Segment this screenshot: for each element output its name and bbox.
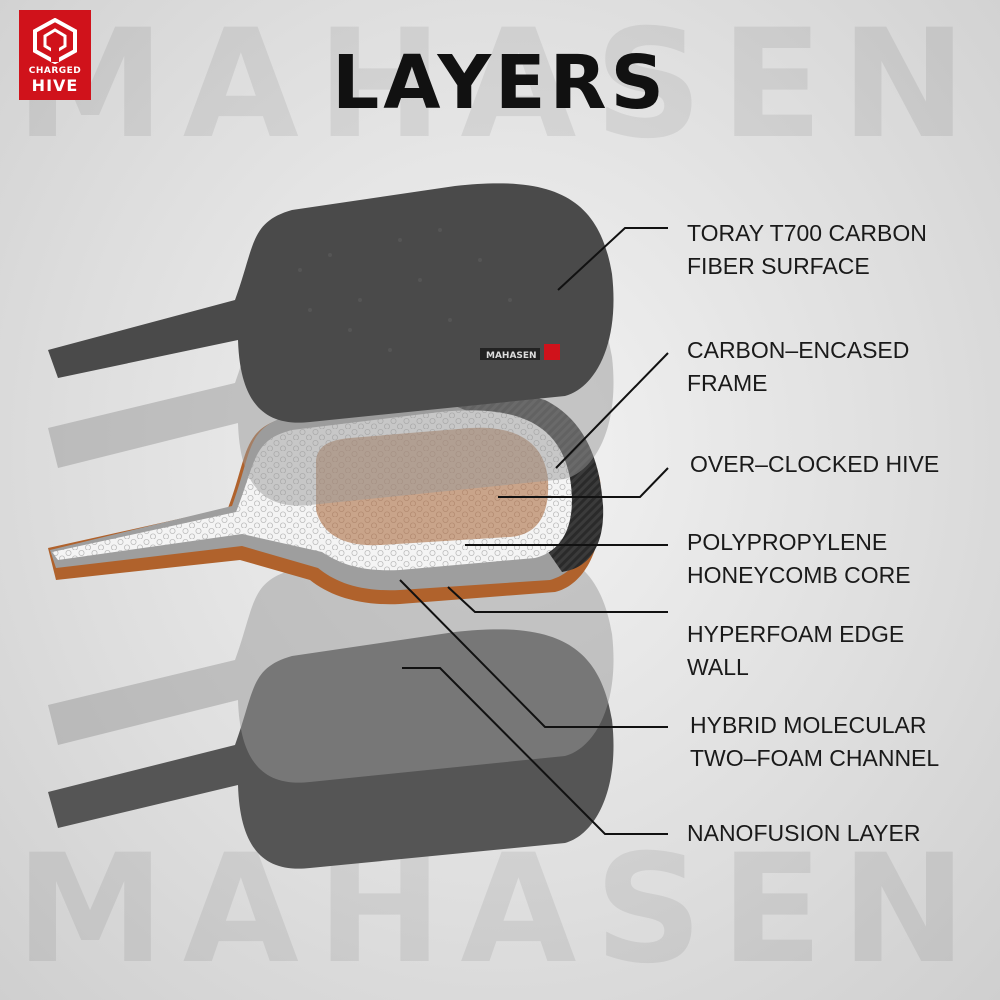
logo-text-hive: HIVE [31,76,79,95]
label-hyperfoam-edge: HYPERFOAM EDGE WALL [687,618,904,684]
label-toray-line1: TORAY T700 CARBON [687,220,927,246]
callout-line-channel [399,579,668,728]
label-carbon-frame: CARBON–ENCASED FRAME [687,334,909,400]
callout-line-edge [447,586,668,613]
page-title: LAYERS [332,40,668,126]
callout-line-nano [402,667,668,835]
callout-line-hive [498,467,669,498]
label-channel-line2: TWO–FOAM CHANNEL [690,745,940,771]
label-nano-line1: NANOFUSION LAYER [687,820,921,846]
label-frame-line2: FRAME [687,370,768,396]
paddle-brand-plate [480,348,540,360]
label-channel-line1: HYBRID MOLECULAR [690,712,927,738]
carbon-surface-layer-shape: MAHASEN [48,183,614,423]
label-two-foam-channel: HYBRID MOLECULAR TWO–FOAM CHANNEL [690,709,939,775]
label-toray-line2: FIBER SURFACE [687,253,870,279]
brand-watermark-top: MAHASEN [15,0,985,172]
ghost-layer-lower [48,543,614,783]
label-nanofusion: NANOFUSION LAYER [687,817,920,850]
label-hive-line1: OVER–CLOCKED HIVE [690,451,940,477]
logo-text-charged: CHARGED [28,66,82,76]
paddle-logo-icon [544,344,560,360]
label-edge-line2: WALL [687,654,749,680]
label-overclocked-hive: OVER–CLOCKED HIVE [690,448,939,481]
charged-hive-logo: CHARGED HIVE [19,10,91,100]
label-frame-line1: CARBON–ENCASED [687,337,910,363]
callout-lines [399,227,669,835]
label-core-line2: HONEYCOMB CORE [687,562,911,588]
hive-logo-icon [33,18,77,64]
label-toray-carbon: TORAY T700 CARBON FIBER SURFACE [687,217,927,283]
callout-line-frame [555,352,669,469]
brand-watermark-bottom: MAHASEN [15,823,985,997]
label-core-line1: POLYPROPYLENE [687,529,888,555]
callout-line-toray [557,227,668,291]
label-honeycomb-core: POLYPROPYLENE HONEYCOMB CORE [687,526,911,592]
label-edge-line1: HYPERFOAM EDGE [687,621,905,647]
paddle-brand-mark: MAHASEN [486,351,537,361]
